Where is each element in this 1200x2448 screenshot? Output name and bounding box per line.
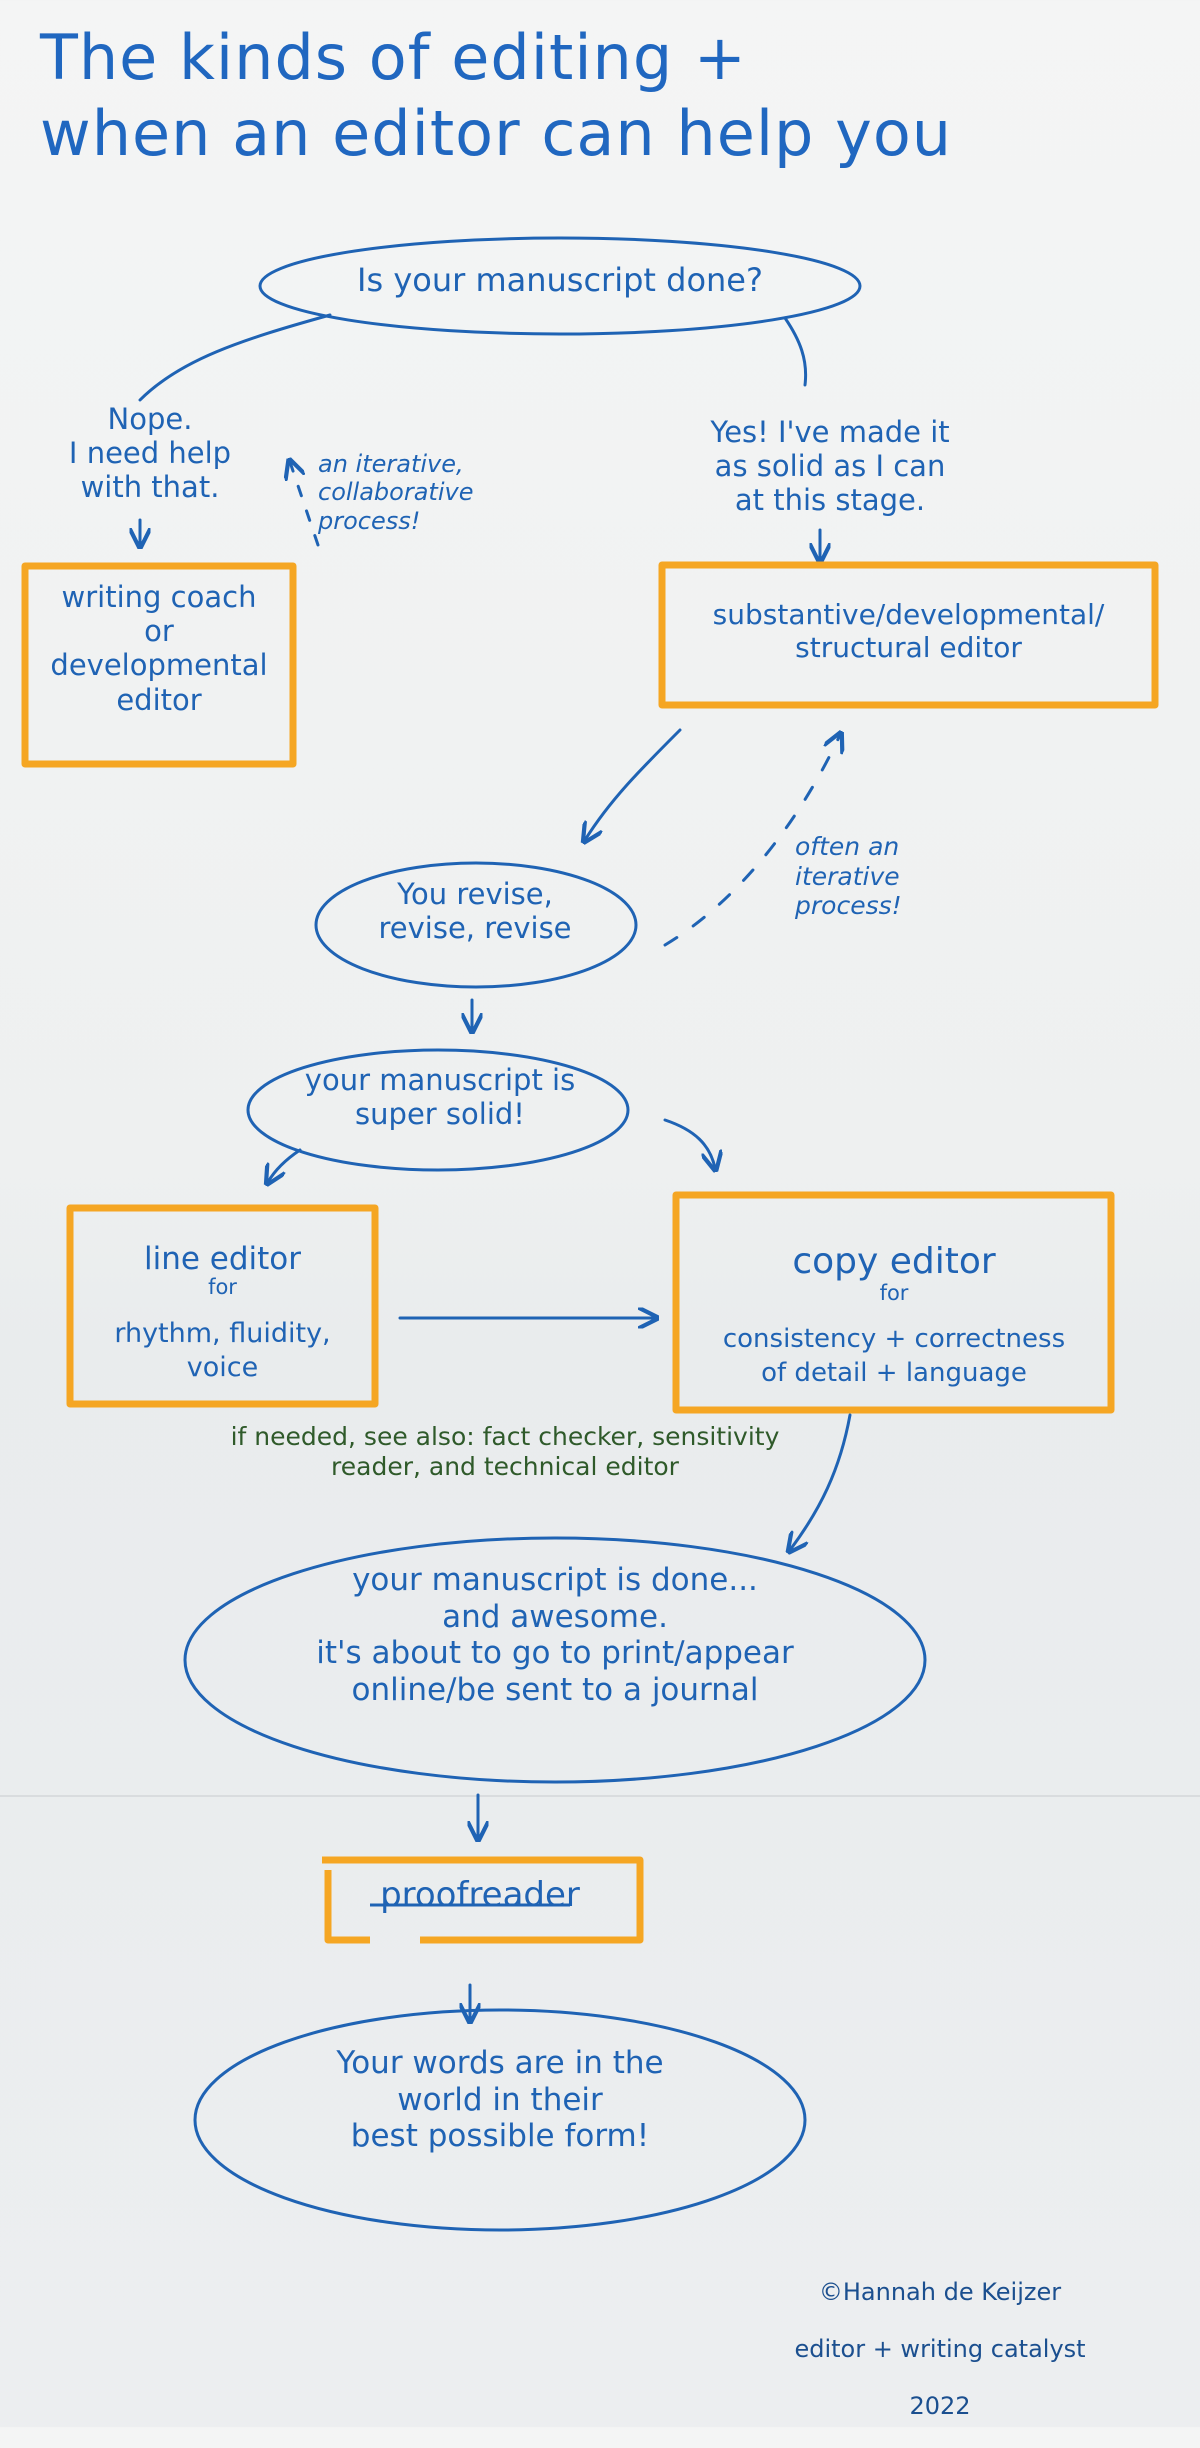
arrow-solid-to-line [268,1148,302,1182]
note-often-iterative: often an iterative process! [795,832,902,920]
node-copy-editor: copy editor for consistency + correctnes… [680,1222,1108,1410]
line-editor-desc: rhythm, fluidity, voice [114,1318,331,1384]
node-super-solid: your manuscript is super solid! [304,1063,576,1132]
oval-revise [314,861,638,989]
box-copy-editor [672,1191,1115,1414]
credit-author: ©Hannah de Keijzer [818,2278,1062,2307]
node-question-done: Is your manuscript done? [357,261,763,299]
page-title: The kinds of editing + when an editor ca… [40,21,953,170]
line-editor-for: for [208,1275,237,1300]
node-substantive-editor: substantive/developmental/ structural ed… [712,598,1105,665]
note-iterative-collaborative: an iterative, collaborative process! [318,450,474,535]
arrow-revise-to-subst [663,735,840,947]
credit-role: editor + writing catalyst [794,2334,1086,2363]
line-q-to-yes [783,316,808,387]
node-writing-coach: writing coach or developmental editor [50,580,268,717]
copy-editor-for: for [879,1281,909,1306]
node-revise: You revise, revise, revise [378,877,572,946]
oval-done-awesome [183,1536,927,1784]
oval-q-done [258,236,862,336]
copy-editor-title: copy editor [792,1240,996,1282]
node-proofreader: proofreader [380,1875,580,1915]
note-see-also: if needed, see also: fact checker, sensi… [230,1422,780,1481]
line-editor-title: line editor [143,1240,302,1277]
box-substantive-editor [658,561,1159,709]
node-final: Your words are in the world in their bes… [336,2045,664,2155]
credit-year: 2022 [909,2391,971,2420]
arrow-subst-to-revise [585,728,682,840]
credit: ©Hannah de Keijzer editor + writing cata… [730,2250,1150,2448]
node-nope: Nope. I need help with that. [68,402,232,505]
box-line-editor [66,1204,379,1408]
oval-final [193,2008,807,2232]
arrow-collab-up [290,462,320,547]
oval-super-solid [246,1048,630,1172]
box-proofreader [322,1856,644,1944]
copy-editor-desc: consistency + correctness of detail + la… [722,1324,1066,1389]
paper-fold-line [0,1795,1200,1797]
line-q-to-nope [138,313,332,402]
node-line-editor: line editor for rhythm, fluidity, voice [75,1222,370,1404]
box-writing-coach [21,562,297,768]
node-done-awesome: your manuscript is done... and awesome. … [316,1562,794,1708]
arrow-copy-to-done [790,1413,852,1550]
node-yes: Yes! I've made it as solid as I can at t… [710,415,950,518]
arrow-solid-to-copy [663,1118,715,1168]
